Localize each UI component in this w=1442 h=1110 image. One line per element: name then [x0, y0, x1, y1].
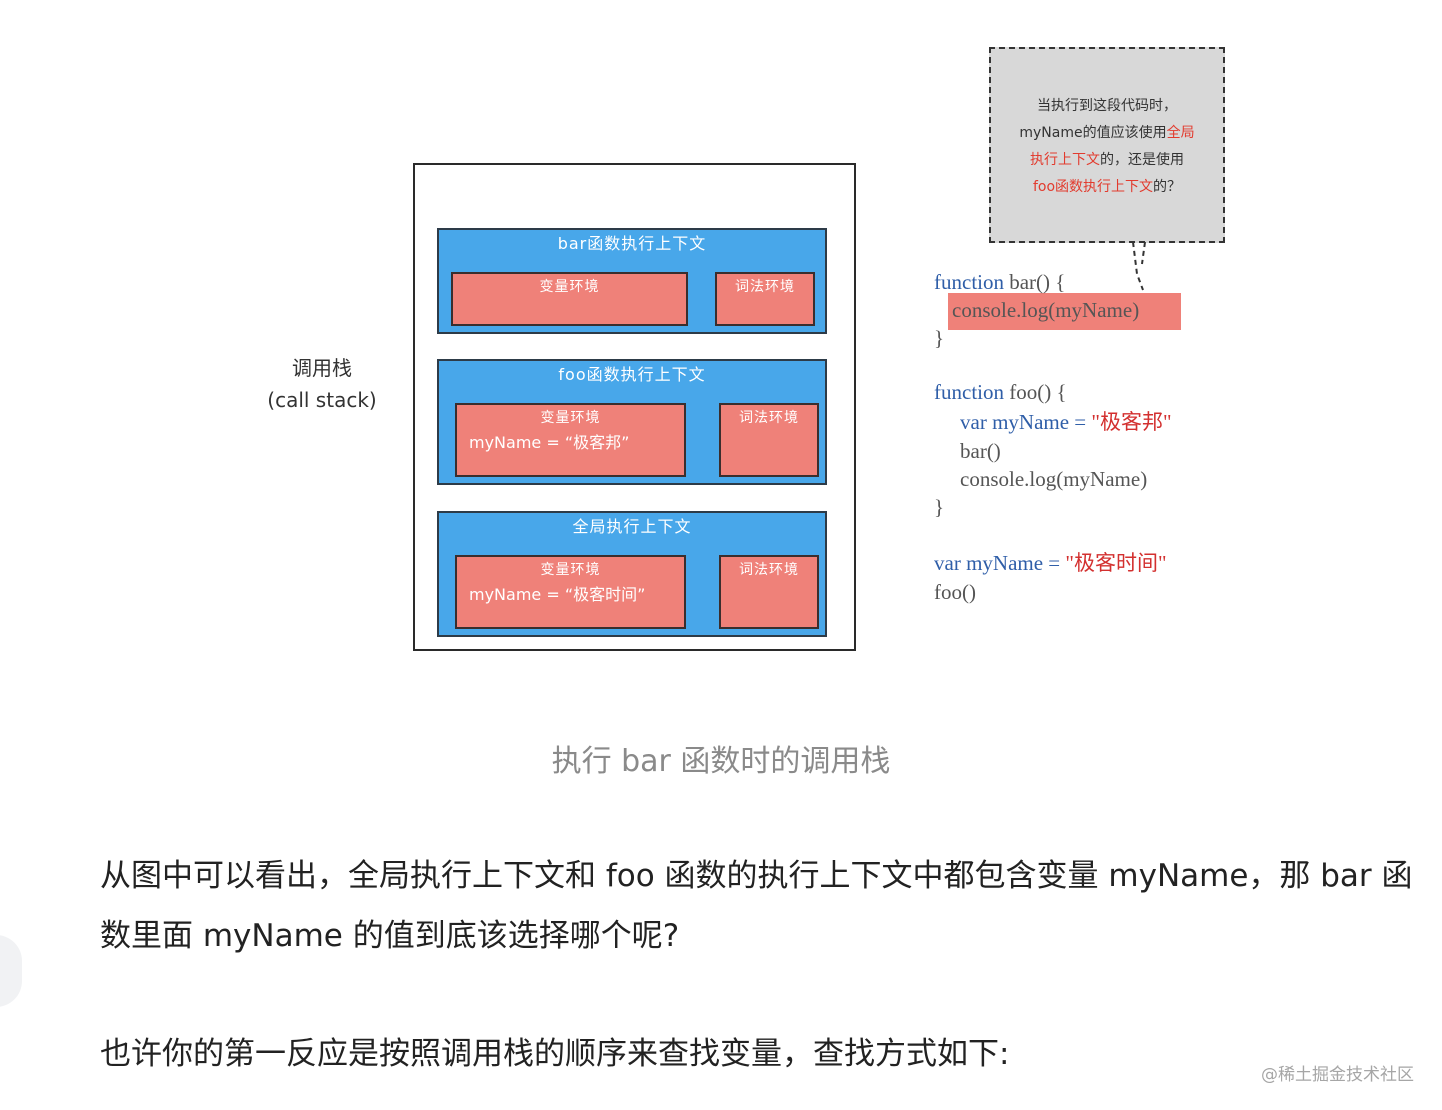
question-bubble: 当执行到这段代码时， myName的值应该使用全局 执行上下文的，还是使用 fo…: [989, 47, 1225, 243]
foo-variable-environment-title: 变量环境: [540, 410, 601, 426]
global-lexical-environment-title: 词法环境: [739, 562, 799, 578]
code-line-global-call-foo: foo(): [934, 580, 976, 604]
bar-variable-environment: 变量环境: [451, 272, 688, 326]
call-stack-label: 调用栈 (call stack): [252, 352, 392, 416]
question-bubble-text: 当执行到这段代码时， myName的值应该使用全局 执行上下文的，还是使用 fo…: [993, 93, 1221, 201]
bar-lexical-environment: 词法环境: [715, 272, 815, 326]
code-line-foo-var: var myName = "极客邦": [960, 410, 1172, 434]
foo-variable-environment: 变量环境 myName = “极客邦”: [455, 403, 686, 477]
global-execution-context: 全局执行上下文 变量环境 myName = “极客时间” 词法环境: [437, 511, 827, 637]
code-line-foo-def: function foo() {: [934, 380, 1067, 404]
code-line-bar-body: console.log(myName): [952, 298, 1140, 322]
code-line-foo-call-bar: bar(): [960, 439, 1001, 463]
bubble-line-1: 当执行到这段代码时，: [1037, 98, 1177, 114]
code-line-foo-close: }: [934, 495, 945, 519]
foo-context-title: foo函数执行上下文: [558, 365, 706, 384]
foo-lexical-environment-title: 词法环境: [739, 410, 799, 426]
code-line-bar-close: }: [934, 326, 945, 350]
foo-variable-environment-value: myName = “极客邦”: [469, 433, 630, 452]
bubble-tail: [1132, 241, 1146, 291]
side-scroll-indicator: [0, 935, 22, 1007]
foo-lexical-environment: 词法环境: [719, 403, 819, 477]
call-stack-label-en: (call stack): [267, 388, 377, 412]
call-stack-box: bar函数执行上下文 变量环境 词法环境 foo函数执行上下文 变量环境 myN…: [413, 163, 856, 651]
paragraph-2: 也许你的第一反应是按照调用栈的顺序来查找变量，查找方式如下:: [100, 1036, 1010, 1072]
call-stack-label-cn: 调用栈: [292, 356, 352, 380]
figure-caption: 执行 bar 函数时的调用栈: [551, 744, 891, 779]
bubble-line-2: myName的值应该使用全局: [1019, 125, 1195, 141]
call-stack-figure: 调用栈 (call stack) bar函数执行上下文 变量环境 词法环境 fo…: [252, 47, 1225, 651]
paragraph-1: 从图中可以看出，全局执行上下文和 foo 函数的执行上下文中都包含变量 myNa…: [100, 858, 1413, 954]
foo-execution-context: foo函数执行上下文 变量环境 myName = “极客邦” 词法环境: [437, 359, 827, 485]
code-line-bar-def: function bar() {: [934, 270, 1066, 294]
code-line-foo-log: console.log(myName): [960, 467, 1148, 491]
bar-execution-context: bar函数执行上下文 变量环境 词法环境: [437, 228, 827, 334]
code-line-global-var: var myName = "极客时间": [934, 551, 1167, 575]
global-lexical-environment: 词法环境: [719, 555, 819, 629]
global-context-title: 全局执行上下文: [572, 517, 692, 536]
global-variable-environment-title: 变量环境: [540, 562, 601, 578]
bubble-line-3: 执行上下文的，还是使用: [1030, 152, 1184, 168]
global-variable-environment-value: myName = “极客时间”: [469, 585, 646, 604]
global-variable-environment: 变量环境 myName = “极客时间”: [455, 555, 686, 629]
bar-variable-environment-title: 变量环境: [539, 279, 600, 295]
watermark: @稀土掘金技术社区: [1261, 1065, 1414, 1085]
bubble-line-4: foo函数执行上下文的？: [1032, 179, 1182, 195]
console-log-highlight: [948, 293, 1181, 330]
bar-context-title: bar函数执行上下文: [557, 234, 707, 253]
bar-lexical-environment-title: 词法环境: [735, 279, 795, 295]
